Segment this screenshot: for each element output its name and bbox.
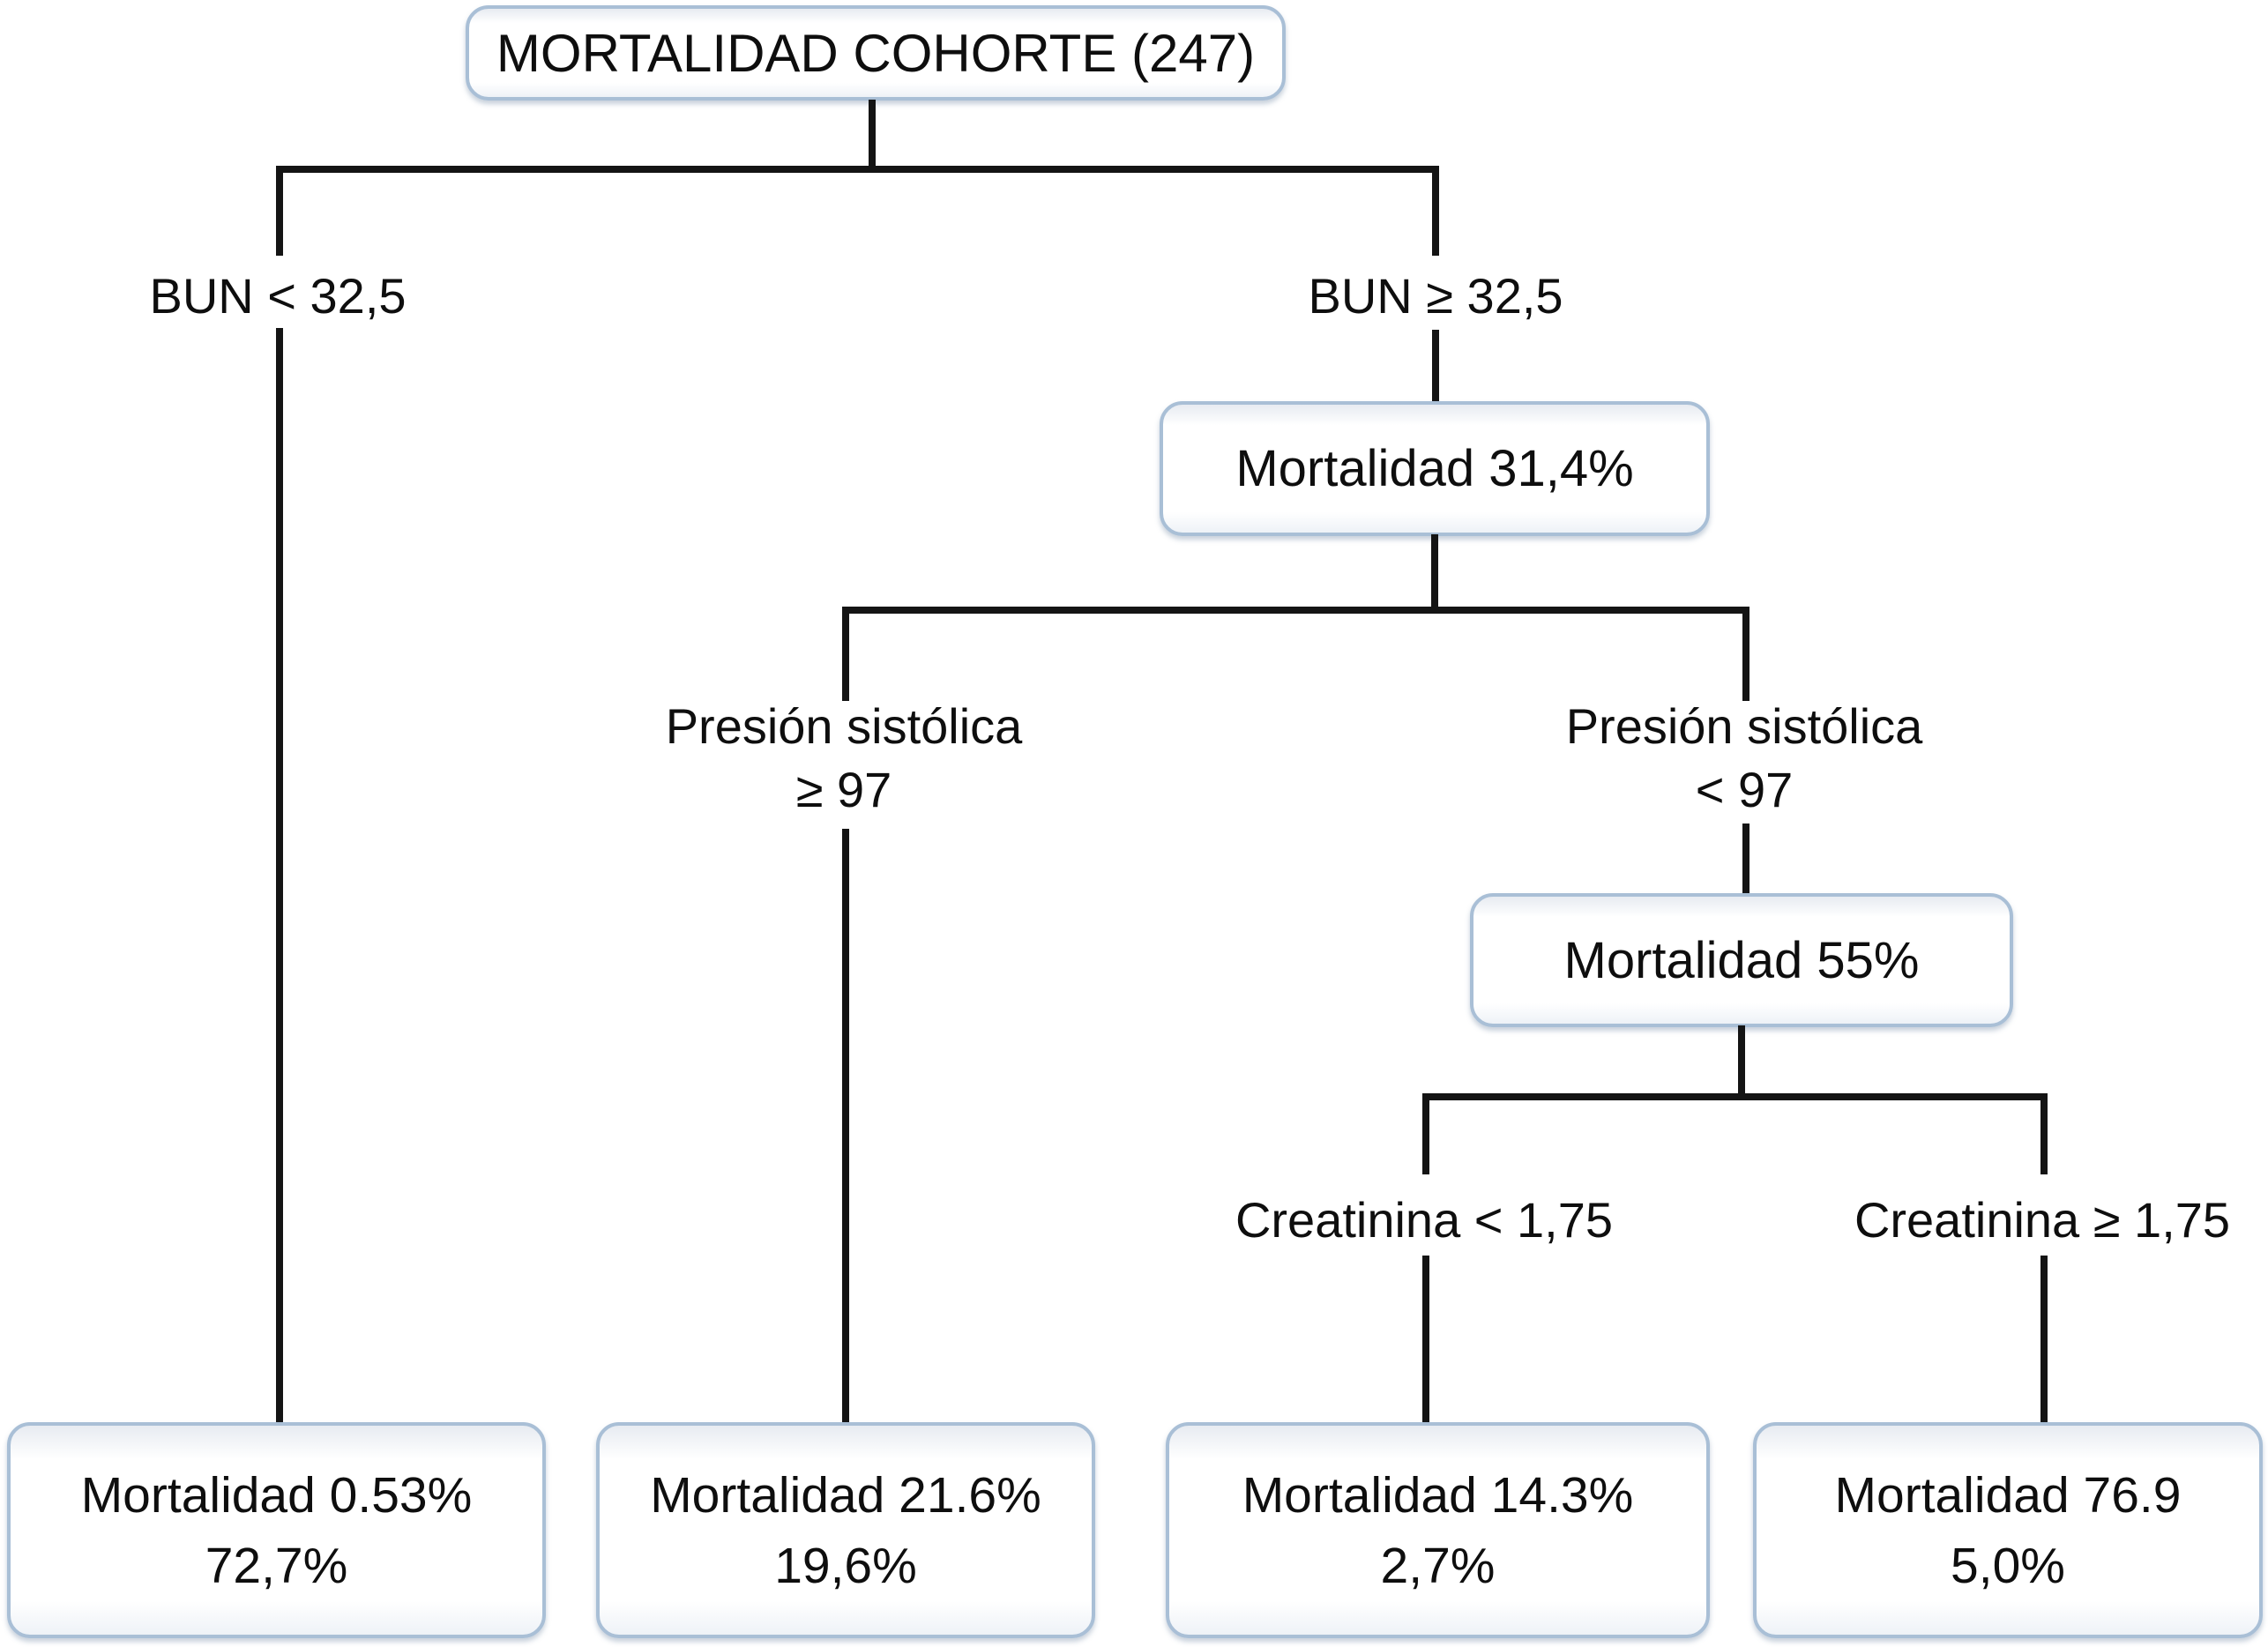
leaf-mortality-value: Mortalidad 14.3% [1242,1466,1634,1524]
connector-creatinine-split-horizontal [1422,1093,2048,1100]
condition-label-systolic-less: Presión sistólica < 97 [1565,698,1923,817]
connector-n55-down [1738,1025,1745,1100]
condition-label-creatinine-greater-equal: Creatinina ≥ 1,75 [1854,1192,2231,1248]
node-mortalidad-31-4: Mortalidad 31,4% [1160,401,1710,536]
connector-bun-left-lower [276,328,283,1427]
node-mortalidad-55-label: Mortalidad 55% [1563,931,1920,989]
leaf-share-value: 19,6% [774,1537,917,1594]
connector-bun-left-upper [276,166,283,256]
leaf-share-value: 72,7% [205,1537,348,1594]
connector-systolic-left-upper [842,607,849,701]
connector-systolic-right-upper [1742,607,1749,701]
condition-label-bun-greater-equal: BUN ≥ 32,5 [1308,268,1563,324]
condition-label-systolic-greater-equal: Presión sistólica ≥ 97 [665,698,1023,817]
leaf-mortality-value: Mortalidad 0.53% [80,1466,473,1524]
leaf-mortality-value: Mortalidad 21.6% [650,1466,1041,1524]
leaf-node-creatinine-greater-equal: Mortalidad 76.9 5,0% [1753,1422,2263,1638]
connector-systolic-right-lower [1742,824,1749,898]
leaf-node-creatinine-less: Mortalidad 14.3% 2,7% [1166,1422,1710,1638]
leaf-node-systolic-greater-equal: Mortalidad 21.6% 19,6% [596,1422,1095,1638]
condition-label-bun-less: BUN < 32,5 [149,268,407,324]
connector-systolic-split-horizontal [842,607,1749,614]
connector-creatinine-left-upper [1422,1093,1429,1174]
connector-bun-right-lower [1432,330,1439,406]
leaf-share-value: 5,0% [1951,1537,2065,1594]
connector-creatinine-right-lower [2040,1256,2048,1427]
connector-n31-down [1431,534,1438,614]
root-node: MORTALIDAD COHORTE (247) [466,5,1286,101]
condition-label-creatinine-less: Creatinina < 1,75 [1235,1192,1614,1248]
connector-root-down [869,100,876,169]
node-mortalidad-31-4-label: Mortalidad 31,4% [1235,440,1634,497]
leaf-share-value: 2,7% [1380,1537,1496,1594]
connector-creatinine-right-upper [2040,1093,2048,1174]
connector-creatinine-left-lower [1422,1256,1429,1427]
connector-bun-split-horizontal [276,166,1439,173]
leaf-mortality-value: Mortalidad 76.9 [1834,1466,2182,1524]
leaf-node-bun-less: Mortalidad 0.53% 72,7% [7,1422,546,1638]
root-node-label: MORTALIDAD COHORTE (247) [496,23,1256,83]
connector-systolic-left-lower [842,829,849,1427]
node-mortalidad-55: Mortalidad 55% [1470,893,2013,1027]
connector-bun-right-upper [1432,166,1439,256]
